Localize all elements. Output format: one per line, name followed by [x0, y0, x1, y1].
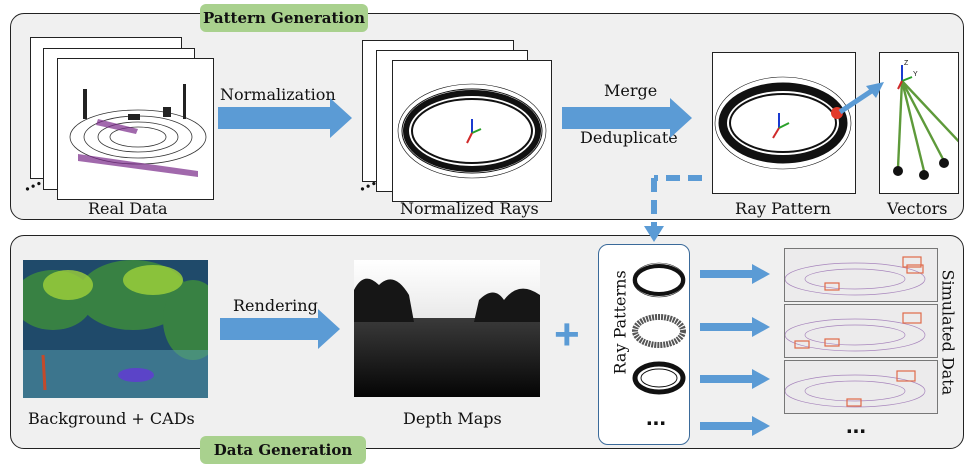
simulated-data-thumb-2 — [784, 304, 938, 358]
rendering-label: Rendering — [233, 296, 318, 315]
simulated-data-thumb-1 — [784, 248, 938, 302]
real-data-point-cloud — [57, 58, 214, 200]
pattern-generation-badge: Pattern Generation — [200, 4, 368, 32]
real-data-label: Real Data — [88, 199, 168, 218]
sim-arrow-1 — [700, 264, 770, 284]
vectors-label: Vectors — [887, 199, 948, 218]
ray-patterns-ellipsis: ... — [646, 404, 667, 431]
normalized-rays-label: Normalized Rays — [400, 199, 539, 218]
ray-pattern-thumb-3 — [632, 356, 686, 400]
merge-label: Merge — [604, 81, 658, 100]
normalized-rays-card-front — [392, 60, 552, 202]
ray-pattern-thumb-2 — [632, 309, 686, 353]
simulated-data-thumb-3 — [784, 360, 938, 414]
plus-sign: + — [554, 310, 580, 359]
sim-arrow-3 — [700, 369, 770, 389]
to-vectors-arrow — [838, 85, 878, 115]
simulated-data-ellipsis: ... — [846, 412, 867, 439]
svg-text:Y: Y — [913, 71, 918, 78]
dashed-arrow — [651, 175, 702, 228]
normalization-arrow — [218, 98, 352, 138]
ray-pattern-label: Ray Pattern — [735, 199, 831, 218]
data-generation-badge: Data Generation — [200, 436, 366, 464]
depth-maps-label: Depth Maps — [403, 409, 502, 428]
ray-pattern-thumb-1 — [632, 258, 686, 302]
background-cads-label: Background + CADs — [28, 409, 195, 428]
ray-pattern-card — [712, 52, 856, 194]
background-cad-image — [23, 260, 208, 398]
rendering-arrow — [220, 309, 340, 349]
sim-arrow-4 — [700, 416, 770, 436]
merge-arrow — [562, 98, 692, 138]
svg-text:Z: Z — [904, 60, 909, 67]
vectors-card: Z Y — [879, 52, 969, 194]
normalization-label: Normalization — [220, 85, 336, 104]
depth-map-image — [354, 260, 540, 397]
sim-arrow-2 — [700, 317, 770, 337]
deduplicate-label: Deduplicate — [580, 128, 678, 147]
